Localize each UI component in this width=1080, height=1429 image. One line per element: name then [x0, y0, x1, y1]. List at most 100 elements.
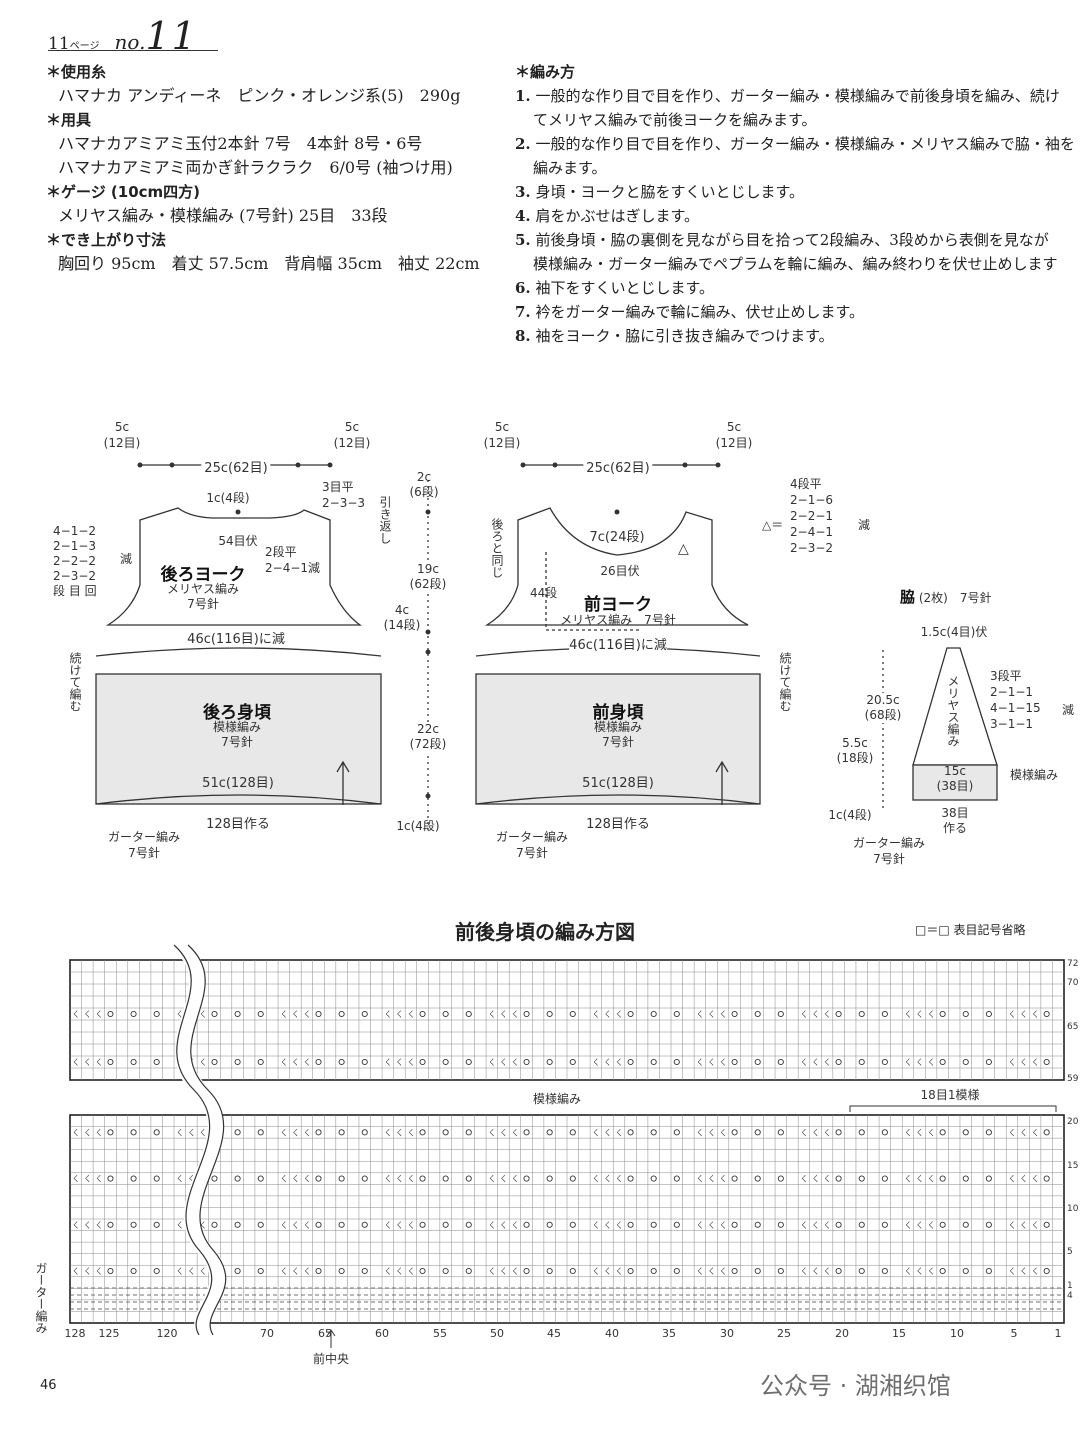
front-body-width: 51c(128目): [579, 772, 657, 791]
step-item: 8. 袖をヨーク・脇に引き抜き編みでつけます。: [515, 324, 1080, 348]
instructions-block: ＊編み方 1. 一般的な作り目で目を作り、ガーター編み・模様編みで前後身頃を編み…: [515, 60, 1080, 348]
page-number-label: 11: [48, 34, 70, 54]
chart-legend: □＝□ 表目記号省略: [915, 923, 1026, 937]
decrease-symbol: ㄑ: [176, 1128, 184, 1137]
measure-a: 2c(6段): [409, 470, 439, 499]
decrease-symbol: ㄑ: [395, 1010, 403, 1019]
decrease-symbol: ㄑ: [291, 1267, 299, 1276]
chart-repeat-label: 18目1模様: [920, 1088, 980, 1102]
yarn-over-symbol: [107, 1175, 114, 1182]
yarn-over-symbol: [881, 1175, 888, 1182]
decrease-symbol: ㄑ: [800, 1267, 808, 1276]
yarn-over-symbol: [153, 1058, 160, 1066]
decrease-symbol: ㄑ: [303, 1058, 311, 1067]
decrease-symbol: ㄑ: [916, 1267, 924, 1276]
yarn-over-symbol: [731, 1267, 738, 1275]
yarn-over-symbol: [754, 1058, 761, 1066]
decrease-symbol: ㄑ: [1020, 1128, 1028, 1137]
decrease-symbol: ㄑ: [407, 1010, 415, 1019]
decrease-symbol: ㄑ: [927, 1128, 935, 1137]
yarn-over-symbol: [361, 1129, 368, 1136]
decrease-symbol: ㄑ: [916, 1128, 924, 1137]
decrease-symbol: ㄑ: [615, 1267, 623, 1276]
x-tick-label: 40: [605, 1327, 619, 1340]
decrease-symbol: ㄑ: [291, 1128, 299, 1137]
decrease-symbol: ㄑ: [95, 1058, 103, 1067]
yarn-over-symbol: [858, 1010, 865, 1018]
x-tick-label: 5: [1011, 1327, 1018, 1340]
yarn-over-symbol: [650, 1010, 657, 1018]
center-arrow: [326, 1329, 336, 1348]
decrease-symbol: ㄑ: [1008, 1175, 1016, 1184]
decrease-symbol: ㄑ: [280, 1175, 288, 1184]
page-suffix: ページ: [69, 41, 100, 52]
decrease-symbol: ㄑ: [176, 1267, 184, 1276]
step-number: 6.: [515, 279, 531, 297]
yarn-over-symbol: [858, 1129, 865, 1136]
front-body-title: 前身頃: [592, 703, 644, 723]
decrease-symbol: ㄑ: [904, 1175, 912, 1184]
yarn-over-symbol: [858, 1175, 865, 1182]
yarn-over-symbol: [153, 1129, 160, 1136]
decrease-symbol: ㄑ: [488, 1267, 496, 1276]
step-item: 2. 一般的な作り目で目を作り、ガーター編み・模様編み・メリヤス編みで脇・袖を編…: [515, 132, 1080, 180]
yarn-over-symbol: [731, 1221, 738, 1228]
yarn-over-symbol: [465, 1175, 472, 1182]
yarn-over-symbol: [211, 1221, 218, 1228]
yarn-over-symbol: [939, 1129, 946, 1136]
yarn-over-symbol: [1043, 1175, 1050, 1182]
yarn-over-symbol: [627, 1221, 634, 1228]
step-number: 2.: [515, 135, 531, 153]
yarn-over-symbol: [881, 1058, 888, 1066]
decrease-symbol: ㄑ: [395, 1221, 403, 1230]
decrease-symbol: ㄑ: [83, 1010, 91, 1019]
yarn-over-symbol: [962, 1267, 969, 1275]
decrease-symbol: ㄑ: [800, 1175, 808, 1184]
side-height-2: 5.5c(18段): [836, 736, 874, 765]
yarn-over-symbol: [546, 1267, 553, 1275]
decrease-symbol: ㄑ: [488, 1128, 496, 1137]
decrease-symbol: ㄑ: [499, 1128, 507, 1137]
yarn-over-symbol: [523, 1058, 530, 1066]
yarn-over-symbol: [673, 1129, 680, 1136]
decrease-symbol: ㄑ: [823, 1267, 831, 1276]
step-text: 衿をガーター編みで輪に編み、伏せ止めします。: [535, 303, 864, 321]
back-shoulder-l: 5c(12目): [103, 420, 141, 450]
decrease-symbol: ㄑ: [719, 1010, 727, 1019]
decrease-symbol: ㄑ: [395, 1267, 403, 1276]
yarn-over-symbol: [107, 1058, 114, 1066]
decrease-symbol: ㄑ: [800, 1010, 808, 1019]
step-number: 4.: [515, 207, 531, 225]
yarn-over-symbol: [881, 1129, 888, 1136]
decrease-symbol: ㄑ: [384, 1221, 392, 1230]
yarn-over-symbol: [835, 1221, 842, 1228]
yarn-over-symbol: [153, 1175, 160, 1182]
decrease-symbol: ㄑ: [187, 1128, 195, 1137]
yarn-over-symbol: [107, 1267, 114, 1275]
decrease-symbol: ㄑ: [72, 1058, 80, 1067]
decrease-symbol: ㄑ: [488, 1058, 496, 1067]
front-neck-depth: 7c(24段): [589, 530, 645, 545]
yarn-over-symbol: [257, 1267, 264, 1275]
front-neck-width: 25c(62目): [583, 457, 653, 476]
decrease-symbol: ㄑ: [95, 1267, 103, 1276]
steps-list: 1. 一般的な作り目で目を作り、ガーター編み・模様編みで前後身頃を編み、続けてメ…: [515, 84, 1080, 348]
x-tick-label: 1: [1055, 1327, 1062, 1340]
yarn-over-symbol: [962, 1058, 969, 1066]
decrease-symbol: ㄑ: [199, 1221, 207, 1230]
decrease-symbol: ㄑ: [384, 1058, 392, 1067]
front-continue-note: 続けて編む: [778, 652, 792, 712]
decrease-symbol: ㄑ: [291, 1010, 299, 1019]
x-tick-label: 25: [777, 1327, 791, 1340]
yarn-over-symbol: [881, 1010, 888, 1018]
yarn-over-symbol: [257, 1175, 264, 1182]
back-body-title: 後ろ身頃: [203, 703, 271, 723]
yarn-over-symbol: [211, 1058, 218, 1066]
measure-d: 22c(72段): [409, 722, 447, 752]
yarn-over-symbol: [419, 1221, 426, 1228]
front-yoke-outline: [484, 507, 749, 626]
yarn-over-symbol: [939, 1221, 946, 1228]
yarn-over-symbol: [523, 1221, 530, 1228]
